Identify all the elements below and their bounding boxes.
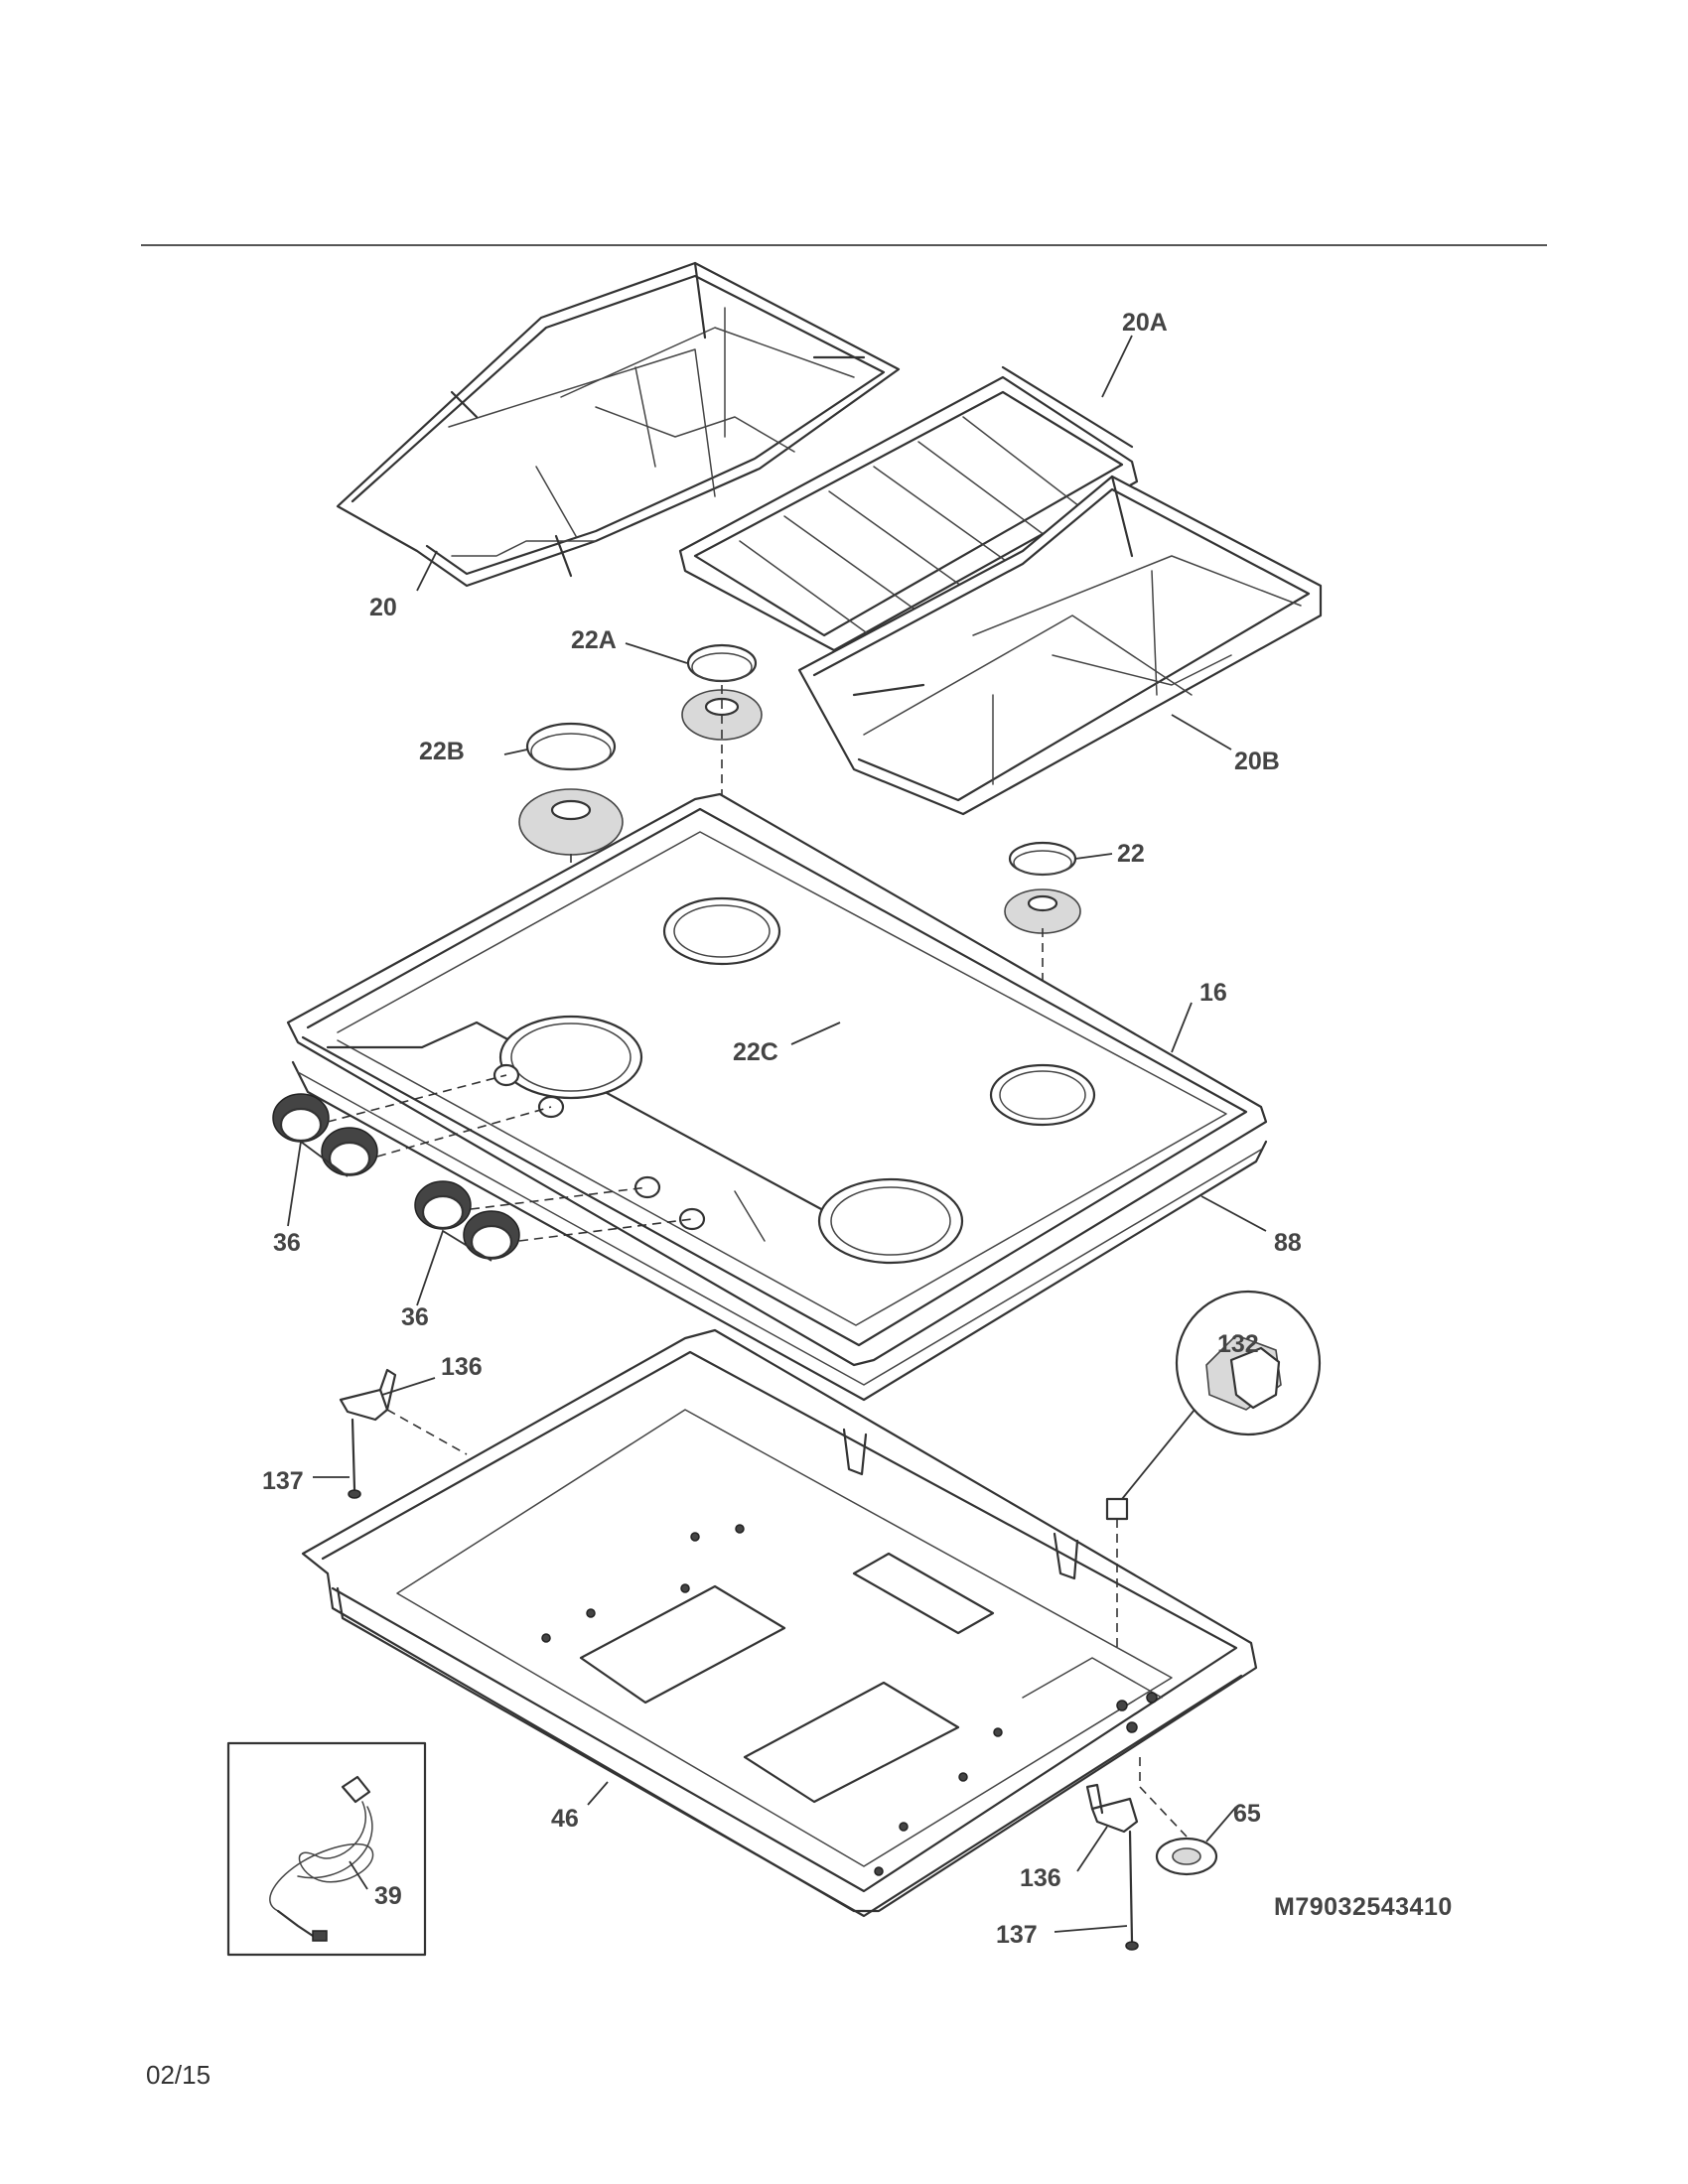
cooktop-gasket-icon[interactable] bbox=[291, 1060, 1268, 1402]
callout-137-right: 137 bbox=[996, 1921, 1038, 1949]
callout-36-right: 36 bbox=[401, 1303, 429, 1331]
callout-137-left: 137 bbox=[262, 1467, 304, 1495]
callout-22c: 22C bbox=[733, 1038, 778, 1066]
revision-date: 02/15 bbox=[146, 2060, 211, 2090]
callout-22a: 22A bbox=[571, 626, 617, 654]
bracket-136-left-icon[interactable] bbox=[339, 1368, 397, 1422]
callout-20a: 20A bbox=[1122, 309, 1168, 337]
burner-cap-22a-icon[interactable] bbox=[686, 643, 758, 683]
grate-left-icon[interactable] bbox=[336, 261, 901, 588]
callout-65: 65 bbox=[1233, 1800, 1261, 1828]
callout-36-left: 36 bbox=[273, 1229, 301, 1257]
callout-88: 88 bbox=[1274, 1229, 1302, 1257]
callout-20: 20 bbox=[369, 594, 397, 621]
callout-136-right: 136 bbox=[1020, 1864, 1061, 1892]
callout-136-left: 136 bbox=[441, 1353, 483, 1381]
callout-132: 132 bbox=[1217, 1330, 1259, 1358]
callout-39: 39 bbox=[374, 1882, 402, 1910]
cooktop-top-icon[interactable] bbox=[286, 792, 1268, 1367]
control-knob-icon[interactable] bbox=[272, 1093, 330, 1143]
burner-cap-22-icon[interactable] bbox=[1008, 841, 1077, 877]
screw-137-left-icon[interactable] bbox=[348, 1418, 361, 1499]
callout-20b: 20B bbox=[1234, 748, 1280, 775]
power-cord-inset[interactable] bbox=[226, 1741, 427, 1957]
gasket-65-icon[interactable] bbox=[1155, 1837, 1218, 1876]
model-number: M79032543410 bbox=[1274, 1893, 1453, 1921]
burner-cap-22b-icon[interactable] bbox=[525, 722, 617, 771]
valve-insert-icon[interactable] bbox=[1105, 1497, 1129, 1653]
detail-132-callout[interactable] bbox=[1121, 1290, 1322, 1500]
grate-center-icon[interactable] bbox=[678, 365, 1139, 652]
control-knob-icon[interactable] bbox=[414, 1180, 472, 1230]
screw-137-right-icon[interactable] bbox=[1125, 1830, 1139, 1951]
callout-22: 22 bbox=[1117, 840, 1145, 868]
callout-16: 16 bbox=[1199, 979, 1227, 1007]
burner-head-22b-icon[interactable] bbox=[518, 788, 624, 856]
callout-22b: 22B bbox=[419, 738, 465, 765]
control-knob-icon[interactable] bbox=[463, 1210, 520, 1260]
burner-head-22-icon[interactable] bbox=[1004, 888, 1081, 934]
header-rule bbox=[141, 244, 1547, 246]
control-knob-icon[interactable] bbox=[321, 1127, 378, 1176]
callout-46: 46 bbox=[551, 1805, 579, 1833]
bracket-136-right-icon[interactable] bbox=[1085, 1783, 1139, 1834]
grate-right-icon[interactable] bbox=[797, 475, 1323, 816]
burner-box-icon[interactable] bbox=[301, 1328, 1258, 1918]
